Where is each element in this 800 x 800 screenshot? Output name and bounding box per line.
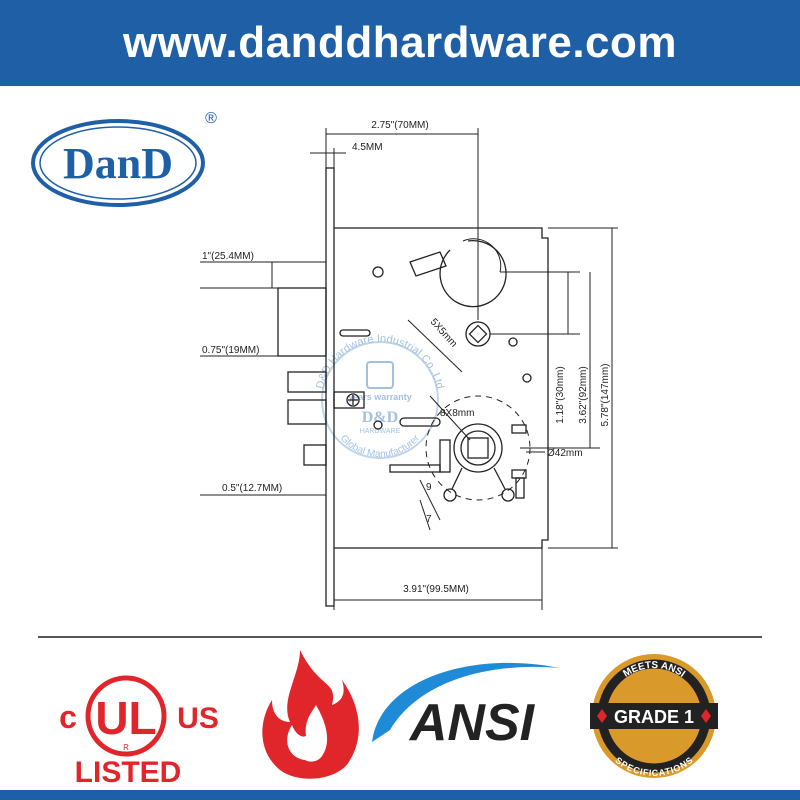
dim-lever-square: 8X8mm bbox=[440, 408, 474, 419]
dim-7: 7 bbox=[426, 514, 432, 525]
dim-latch-offset: 0.75"(19MM) bbox=[202, 345, 259, 356]
ansi-text: ANSI bbox=[408, 694, 536, 752]
brand-name: DanD bbox=[63, 139, 173, 188]
lock-case bbox=[334, 227, 549, 549]
ul-registered: R bbox=[123, 743, 129, 752]
website-url: www.danddhardware.com bbox=[122, 18, 678, 67]
brand-logo: DanD ® bbox=[31, 110, 217, 207]
dim-92: 3.62"(92mm) bbox=[578, 366, 589, 423]
cylinder-cam bbox=[409, 251, 447, 277]
grade1-badge: MEETS ANSI SPECIFICATIONS GRADE 1 bbox=[590, 654, 718, 778]
ul-mark: UL bbox=[95, 692, 156, 744]
grade-label: GRADE 1 bbox=[614, 707, 694, 727]
dim-deadlatch: 0.5"(12.7MM) bbox=[222, 483, 282, 494]
lever-hub bbox=[453, 423, 503, 473]
ul-us: US bbox=[177, 702, 219, 735]
dim-9: 9 bbox=[426, 482, 432, 493]
watermark-logo: D&D bbox=[362, 409, 398, 426]
watermark-badge-icon bbox=[366, 361, 394, 389]
dim-latch-height: 1"(25.4MM) bbox=[202, 251, 254, 262]
watermark-logo-sub: HARDWARE bbox=[360, 428, 401, 435]
dim-faceplate: 4.5MM bbox=[352, 142, 383, 153]
screw-icon bbox=[346, 393, 360, 407]
header-banner: www.danddhardware.com bbox=[0, 0, 800, 86]
dim-backset: 3.91"(99.5MM) bbox=[403, 584, 469, 595]
dim-spindle-square: 5X5mm bbox=[428, 317, 459, 350]
watermark-years: years warranty bbox=[348, 392, 412, 402]
ul-c: c bbox=[59, 699, 77, 735]
dim-30: 1.18"(30mm) bbox=[555, 366, 566, 423]
dim-width: 2.75"(70MM) bbox=[371, 120, 428, 131]
ul-listed-logo: UL R c US LISTED bbox=[59, 675, 219, 789]
footer-bar bbox=[0, 790, 800, 800]
dim-147: 5.78"(147mm) bbox=[600, 363, 611, 426]
ul-listed: LISTED bbox=[75, 756, 182, 789]
lock-drawing bbox=[277, 167, 549, 607]
ansi-logo: ANSI bbox=[372, 662, 560, 752]
dimension-lines bbox=[200, 128, 618, 610]
dim-cylinder: Ø42mm bbox=[547, 448, 583, 459]
dimension-labels: 2.75"(70MM) 4.5MM 1"(25.4MM) 0.75"(19MM)… bbox=[202, 120, 611, 595]
watermark-arc-bottom: Global Manufacturer bbox=[338, 433, 423, 461]
latch-bolt bbox=[277, 287, 327, 357]
registered-mark: ® bbox=[205, 110, 217, 127]
flame-icon bbox=[262, 650, 359, 779]
faceplate bbox=[325, 167, 335, 607]
